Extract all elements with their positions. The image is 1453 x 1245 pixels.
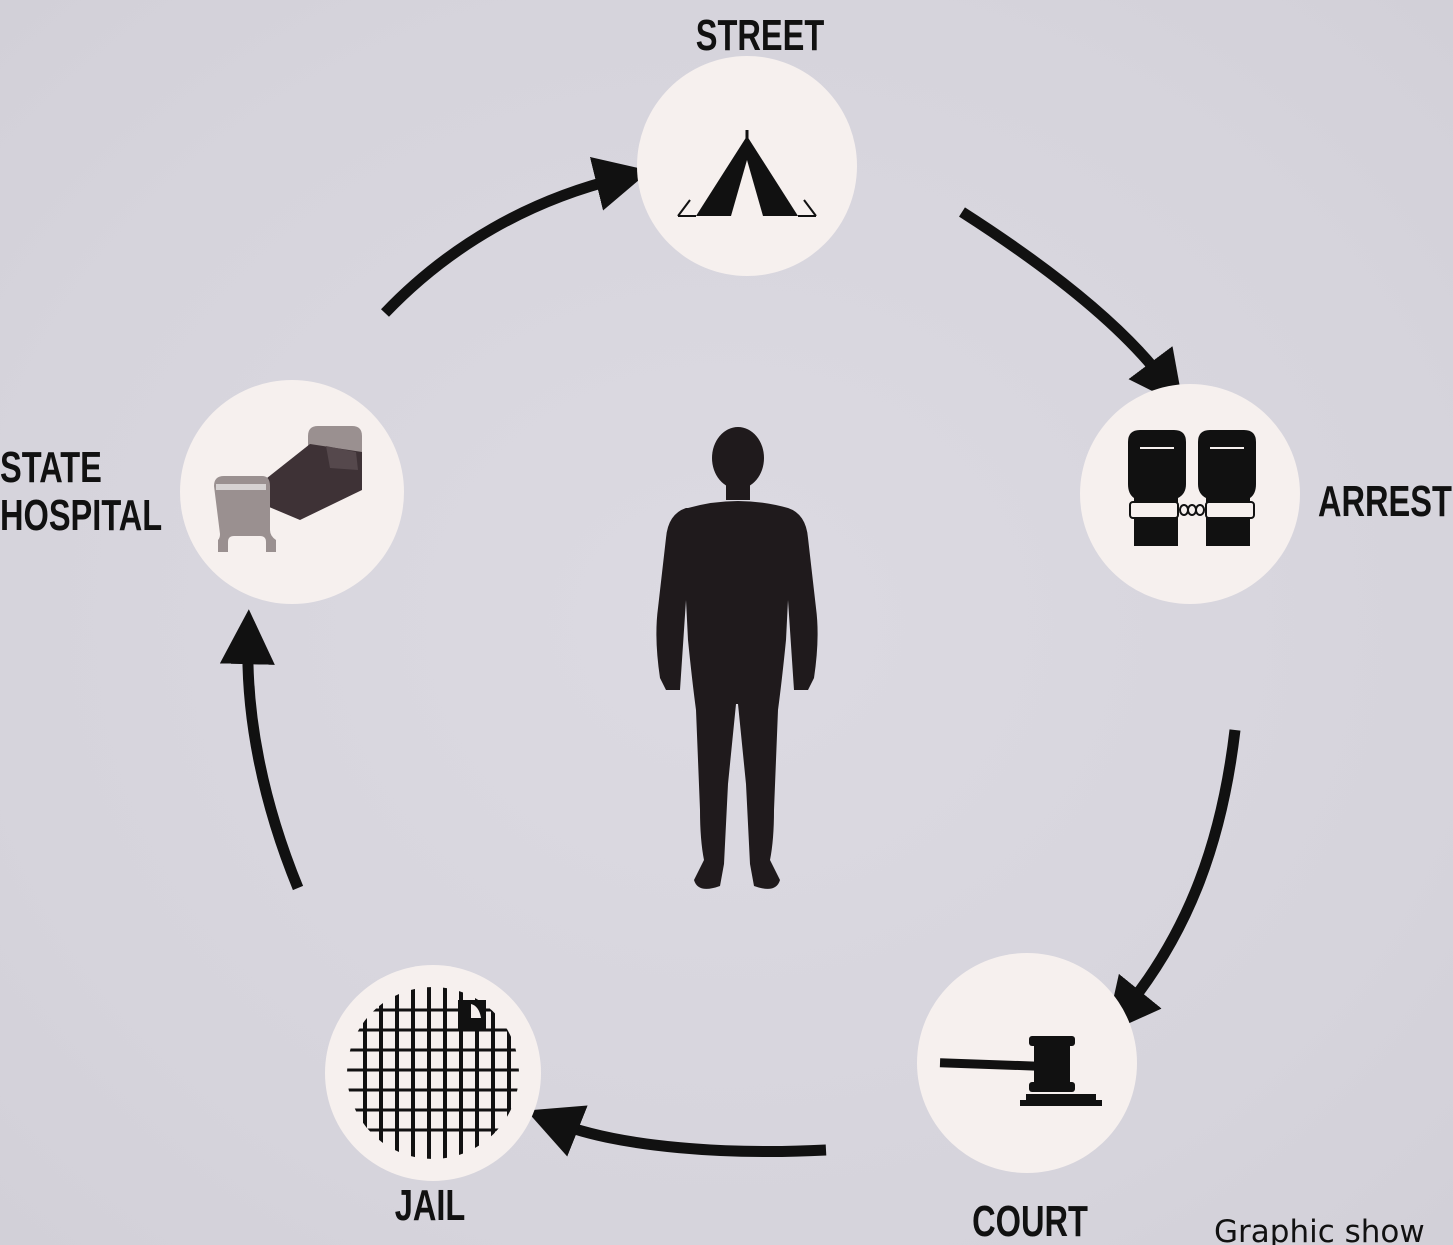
arrow-jail-to-hospital (219, 609, 304, 891)
node-jail (325, 965, 541, 1181)
arrow-street-to-arrest (959, 207, 1184, 407)
arrow-arrest-to-court (1105, 729, 1241, 1034)
person-silhouette-icon (656, 427, 818, 889)
handcuffed-fists-icon (1128, 430, 1256, 546)
arrow-hospital-to-street (381, 157, 650, 317)
tent-icon (677, 130, 817, 217)
arrest-label: ARREST (1318, 477, 1452, 526)
gavel-icon (939, 1036, 1102, 1106)
node-court (917, 953, 1137, 1173)
street-label: STREET (695, 11, 825, 60)
arrow-court-to-jail (526, 1105, 827, 1157)
court-label: COURT (972, 1197, 1088, 1245)
cycle-arrows (219, 157, 1241, 1157)
caption-text: Graphic show (1214, 1214, 1425, 1245)
state-hospital-label: STATE HOSPITAL (0, 443, 163, 540)
node-street (637, 56, 857, 276)
node-arrest (1080, 384, 1300, 604)
node-state-hospital (180, 380, 404, 604)
hospital-bed-icon (214, 426, 362, 552)
jail-label: JAIL (394, 1181, 466, 1230)
